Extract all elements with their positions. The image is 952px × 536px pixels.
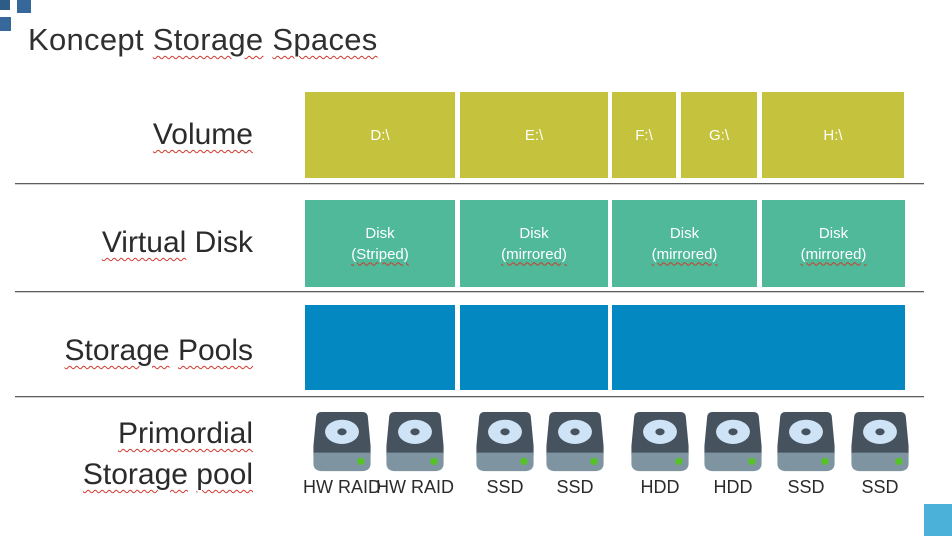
volume-box-f: F:\: [612, 92, 676, 178]
drive-type-label: SSD: [787, 477, 825, 497]
volume-box-e: E:\: [460, 92, 608, 178]
virtual-disk-box: Disk(mirrored): [762, 200, 905, 287]
row-divider: [15, 183, 924, 185]
page-title: Koncept Storage Spaces: [28, 22, 378, 58]
disk-drive-icon: [851, 411, 909, 472]
physical-drive: SSD: [535, 410, 615, 498]
storage-pool-box: [305, 305, 455, 390]
row-label-virtual-disk: Virtual Disk: [101, 226, 253, 259]
drive-type-label: HW RAID: [376, 477, 454, 497]
drive-type-label: HW RAID: [303, 477, 381, 497]
physical-drive: HDD: [620, 410, 700, 498]
disk-drive-icon: [631, 411, 689, 472]
drive-type-label: HDD: [640, 477, 680, 497]
virtual-disk-box: Disk(Striped): [305, 200, 455, 287]
physical-drive: SSD: [766, 410, 846, 498]
storage-pool-box: [460, 305, 608, 390]
virtual-disk-box: Disk(mirrored): [460, 200, 608, 287]
disk-drive-icon: [476, 411, 534, 472]
corner-accent-square: [924, 504, 952, 536]
logo-square-icon: [17, 0, 31, 13]
volume-box-d: D:\: [305, 92, 455, 178]
title-word: Storage: [152, 22, 264, 57]
disk-drive-icon: [704, 411, 762, 472]
disk-drive-icon: [313, 411, 371, 472]
storage-pool-box: [612, 305, 905, 390]
physical-drive: HDD: [693, 410, 773, 498]
disk-drive-icon: [386, 411, 444, 472]
drive-type-label: SSD: [861, 477, 899, 497]
drive-type-label: SSD: [486, 477, 524, 497]
disk-drive-icon: [546, 411, 604, 472]
row-divider: [15, 396, 924, 398]
logo-square-icon: [0, 0, 10, 10]
physical-drive: SSD: [840, 410, 920, 498]
drive-type-label: SSD: [556, 477, 594, 497]
logo-square-icon: [0, 17, 11, 31]
volume-box-g: G:\: [681, 92, 757, 178]
physical-drive: SSD: [465, 410, 545, 498]
row-label-volume: Volume: [152, 118, 253, 151]
physical-drive: HW RAID: [302, 410, 382, 498]
title-word: Koncept: [28, 22, 144, 57]
disk-drive-icon: [777, 411, 835, 472]
physical-drive: HW RAID: [375, 410, 455, 498]
title-word: Spaces: [272, 22, 378, 57]
row-label-primordial-storage-pool: Primordial Storage pool: [82, 417, 253, 491]
drive-type-label: HDD: [713, 477, 753, 497]
volume-box-h: H:\: [762, 92, 904, 178]
row-label-storage-pools: Storage Pools: [64, 334, 253, 367]
row-divider: [15, 291, 924, 293]
virtual-disk-box: Disk(mirrored): [612, 200, 757, 287]
